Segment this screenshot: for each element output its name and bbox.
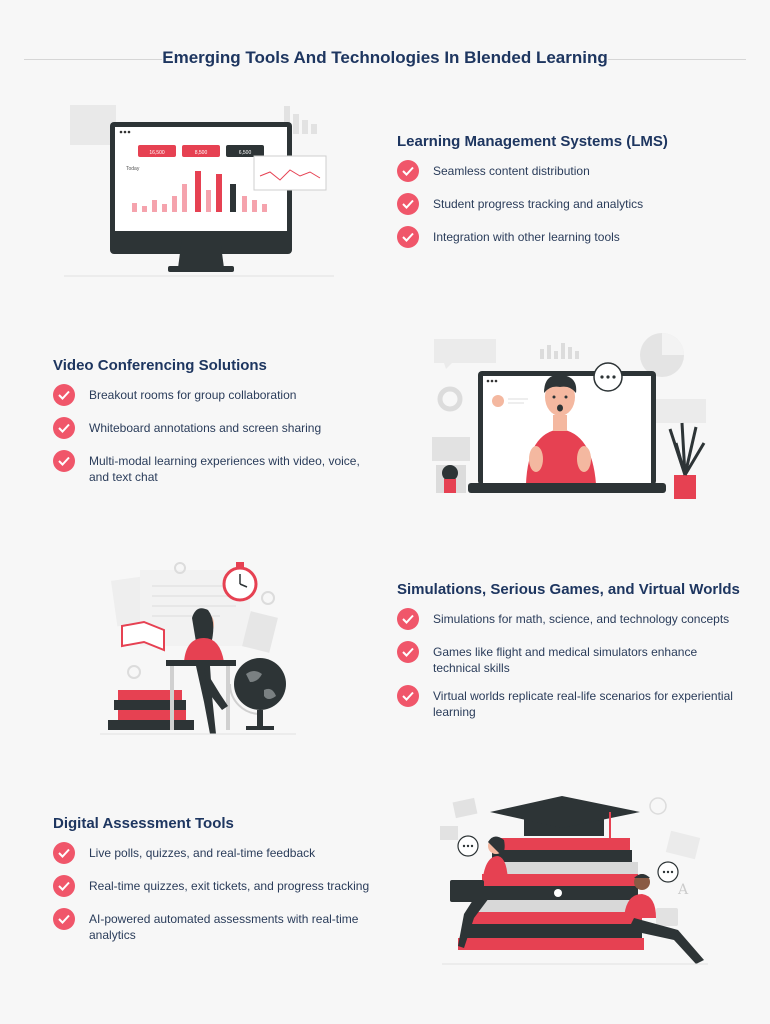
title-divider-right <box>608 59 746 60</box>
monitor-dashboard-illustration: 16,500 8,500 6,500 Today <box>64 105 334 277</box>
list-item: Simulations for math, science, and techn… <box>397 608 747 632</box>
list-item: Seamless content distribution <box>397 160 747 184</box>
check-icon <box>397 641 419 663</box>
check-icon <box>53 908 75 930</box>
list-item: Multi-modal learning experiences with vi… <box>53 450 373 485</box>
check-icon <box>397 685 419 707</box>
stat-label: 16,500 <box>149 150 165 156</box>
check-icon <box>397 226 419 248</box>
section-title: Learning Management Systems (LMS) <box>397 133 668 150</box>
check-icon <box>53 384 75 406</box>
student-torso <box>184 638 224 662</box>
globe <box>234 658 286 710</box>
title-row: Emerging Tools And Technologies In Blend… <box>24 46 746 74</box>
list-item: Integration with other learning tools <box>397 226 747 250</box>
list-item: Whiteboard annotations and screen sharin… <box>53 417 373 441</box>
list-item: Real-time quizzes, exit tickets, and pro… <box>53 875 383 899</box>
section-video-conferencing: Video Conferencing Solutions Breakout ro… <box>53 357 373 496</box>
video-call-illustration <box>432 333 706 499</box>
list-item: Student progress tracking and analytics <box>397 193 747 217</box>
page-title: Emerging Tools And Technologies In Blend… <box>162 48 608 67</box>
graduation-cap <box>490 796 640 828</box>
list-item: Games like flight and medical simulators… <box>397 641 747 676</box>
list-item: AI-powered automated assessments with re… <box>53 908 383 943</box>
check-icon <box>53 842 75 864</box>
person-torso <box>526 429 596 484</box>
stat-label: 8,500 <box>195 150 208 156</box>
list-item: Live polls, quizzes, and real-time feedb… <box>53 842 383 866</box>
section-title: Digital Assessment Tools <box>53 815 234 832</box>
check-icon <box>397 160 419 182</box>
svg-text:A: A <box>677 882 689 898</box>
check-icon <box>397 193 419 215</box>
line-chart-card <box>253 155 327 191</box>
check-icon <box>397 608 419 630</box>
section-title: Video Conferencing Solutions <box>53 357 267 374</box>
student-desk-illustration <box>100 562 296 735</box>
title-divider-left <box>24 59 162 60</box>
section-lms: Learning Management Systems (LMS) Seamle… <box>397 133 747 261</box>
check-icon <box>53 450 75 472</box>
section-digital-assessment: Digital Assessment Tools Live polls, qui… <box>53 815 383 954</box>
check-icon <box>53 417 75 439</box>
list-item: Breakout rooms for group collaboration <box>53 384 373 408</box>
stat-label: 6,500 <box>239 150 252 156</box>
list-item: Virtual worlds replicate real-life scena… <box>397 685 747 720</box>
check-icon <box>53 875 75 897</box>
background-card <box>70 105 116 145</box>
graduation-books-illustration: A <box>440 796 708 965</box>
section-simulations: Simulations, Serious Games, and Virtual … <box>397 581 747 731</box>
section-title: Simulations, Serious Games, and Virtual … <box>397 581 740 598</box>
chart-label: Today <box>126 166 140 172</box>
